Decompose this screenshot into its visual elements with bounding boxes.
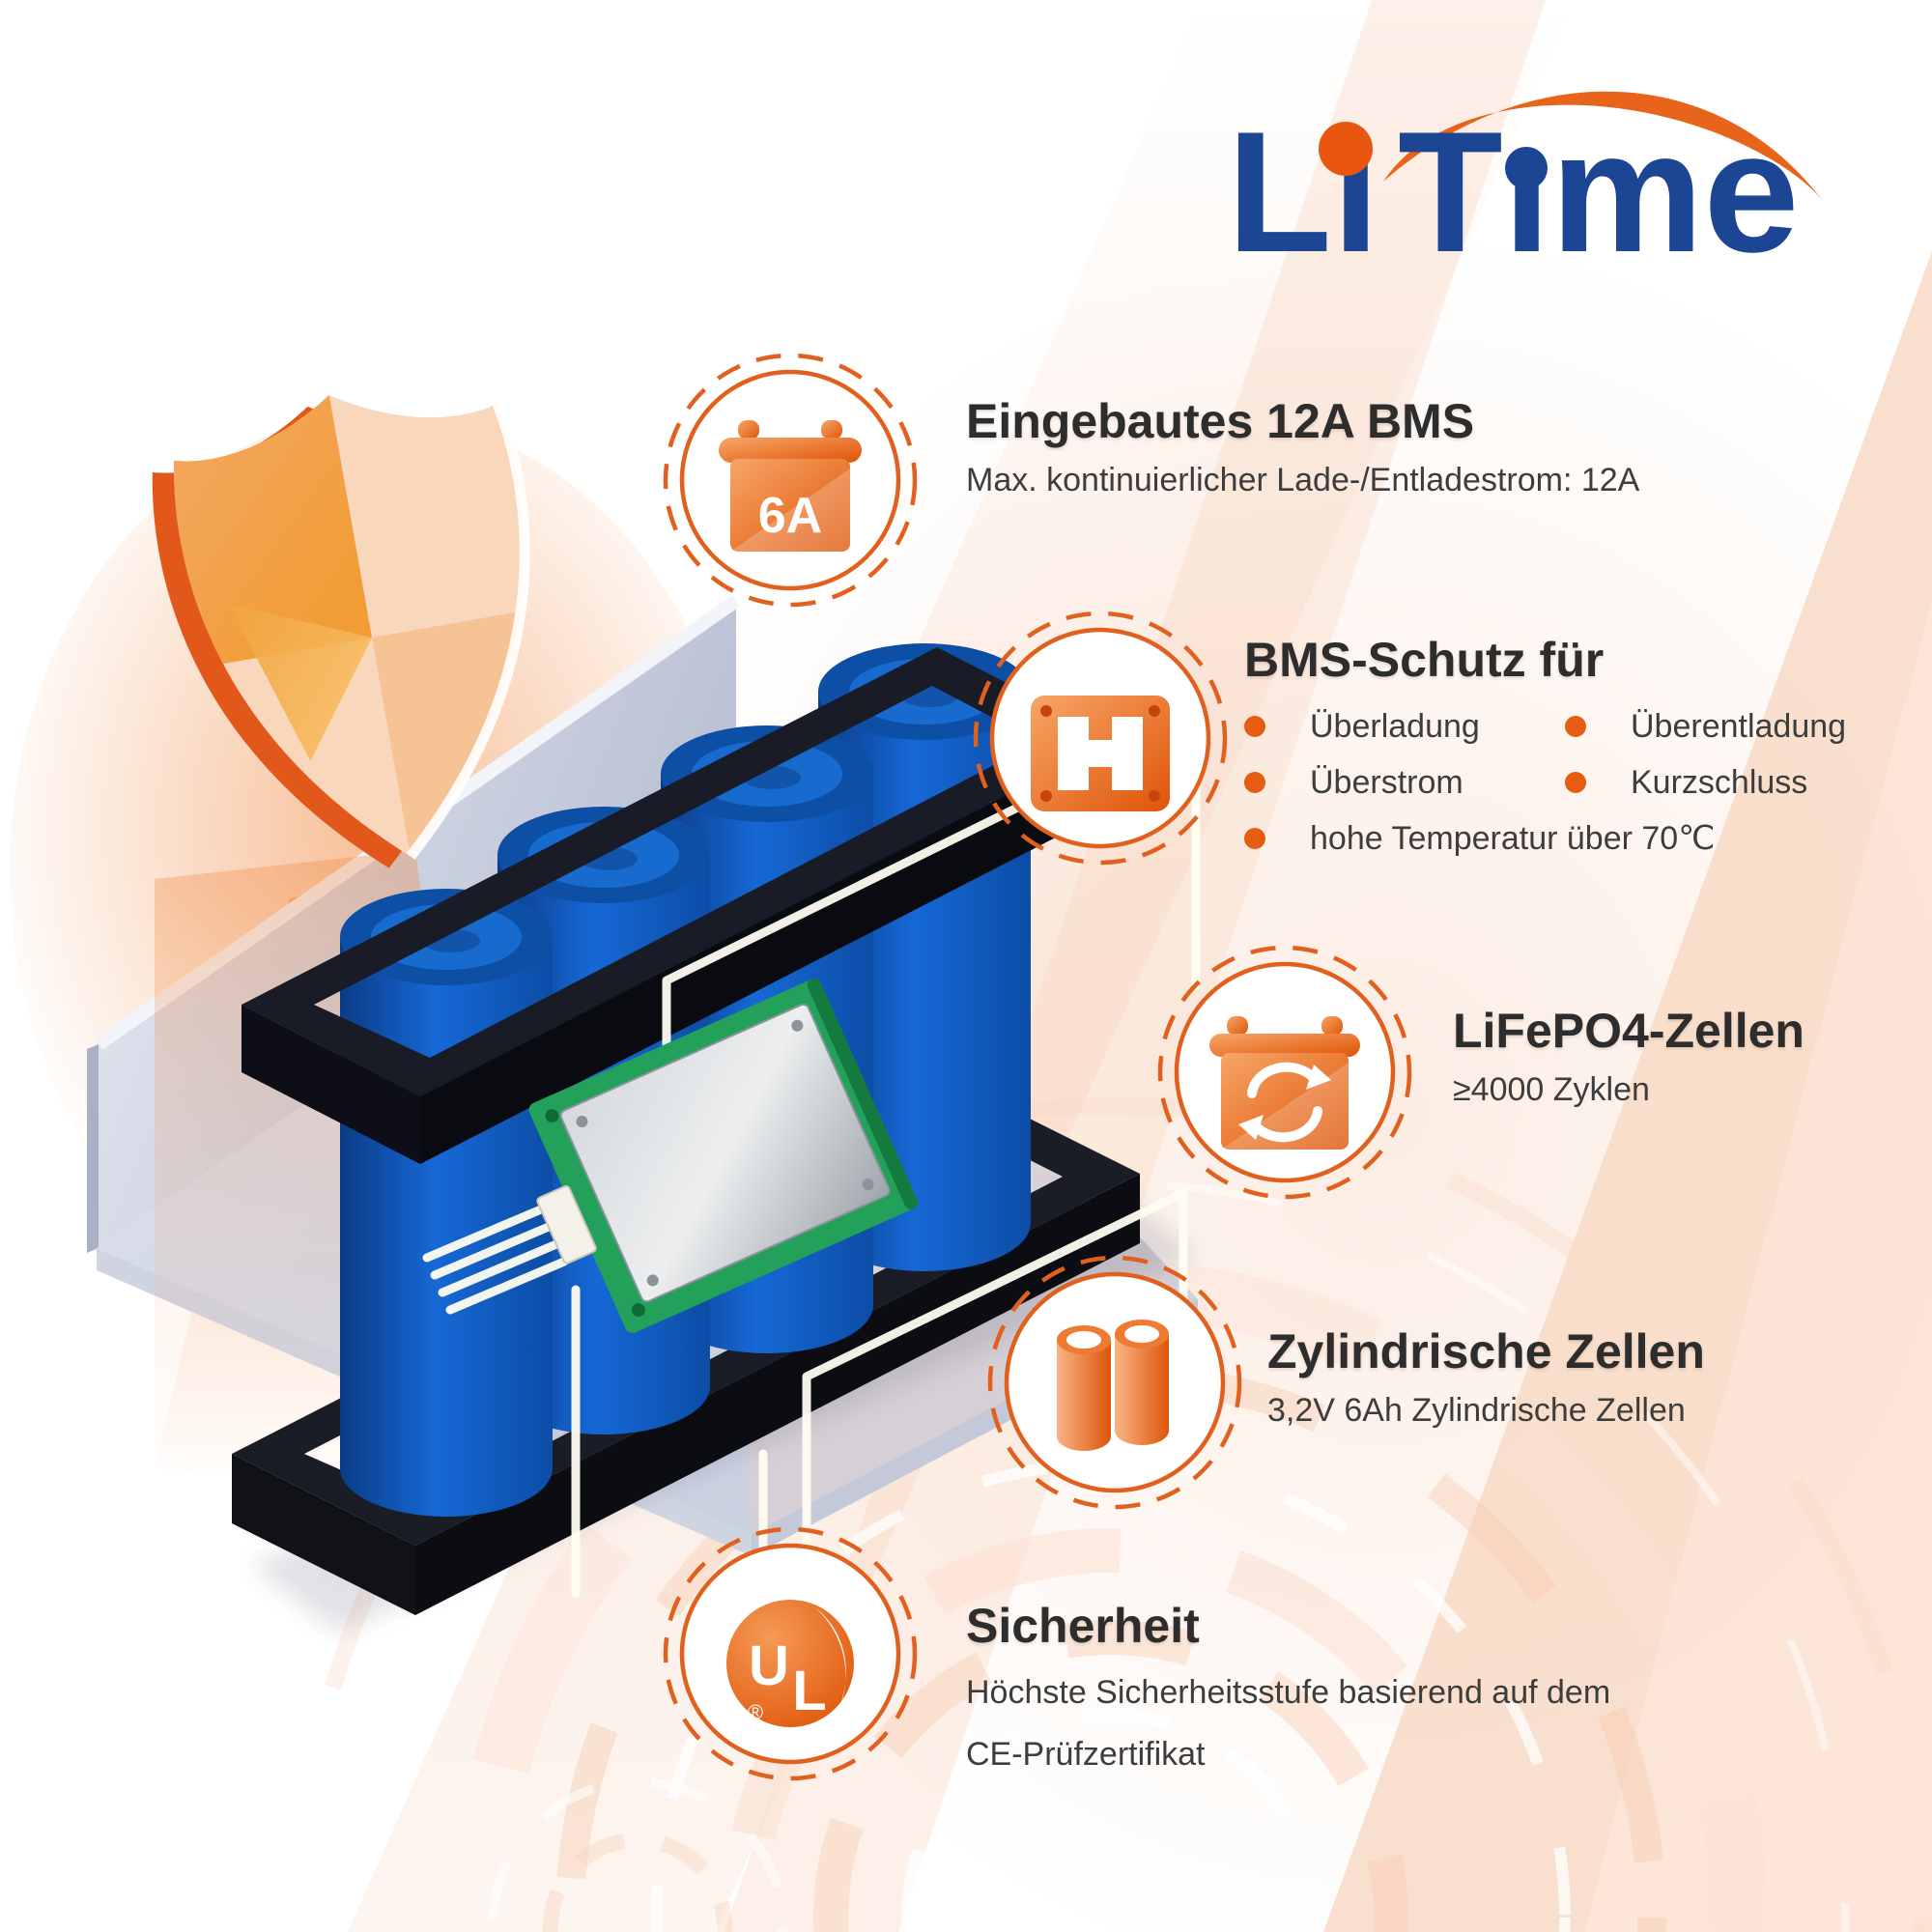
feature-3: LiFePO4-Zellen ≥4000 Zyklen	[1453, 1006, 1804, 1111]
bullet-dot	[1565, 715, 1586, 737]
feature-4-icon-circle	[980, 1247, 1250, 1518]
feature-2-bullet-list: Überladung Überentladung Überstrom Kurzs…	[1244, 707, 1846, 858]
feature-1-title: Eingebautes 12A BMS	[966, 394, 1475, 448]
bullet-label: Überentladung	[1631, 707, 1847, 745]
list-item: Überladung	[1244, 707, 1565, 746]
wall-left-edge	[87, 1044, 99, 1253]
bullet-label: hohe Temperatur über 70℃	[1310, 819, 1716, 857]
logo-swoosh	[1383, 91, 1826, 205]
litime-logo: Lı Tıme	[1217, 68, 1835, 295]
logo-text-time: Tıme	[1398, 96, 1799, 288]
feature-5-subtitle-line2: CE-Prüfzertifikat	[966, 1735, 1206, 1773]
cell-1	[340, 889, 553, 1517]
bms-metal-plate	[559, 1003, 891, 1303]
bullet-dot	[1244, 827, 1265, 849]
feature-2-title: BMS-Schutz für	[1244, 633, 1605, 687]
bullet-label: Überladung	[1310, 707, 1480, 745]
bullet-dot	[1565, 771, 1586, 793]
list-item: Kurzschluss	[1565, 763, 1846, 802]
feature-5: Sicherheit Höchste Sicherheitsstufe basi…	[966, 1601, 1610, 1785]
feature-1-icon-circle: 6A	[655, 345, 925, 615]
feature-4: Zylindrische Zellen 3,2V 6Ah Zylindrisch…	[1267, 1326, 1705, 1432]
bullet-dot	[1244, 771, 1265, 793]
bullet-dot	[1244, 715, 1265, 737]
list-item: Überstrom	[1244, 763, 1565, 802]
shield-white-rim	[406, 401, 530, 860]
feature-4-title: Zylindrische Zellen	[1267, 1324, 1705, 1378]
bottom-rack	[232, 1082, 1140, 1615]
logo-blue-dot	[1505, 147, 1548, 189]
bms-connector	[536, 1184, 597, 1264]
feature-5-icon-circle: U L ®	[655, 1519, 925, 1789]
ul-certification-icon: U L ®	[726, 1600, 854, 1727]
tech-arcs	[291, 1097, 1931, 1932]
ul-letter-l: L	[792, 1660, 826, 1722]
protection-shield	[152, 381, 581, 868]
feature-1-subtitle: Max. kontinuierlicher Lade-/Entladestrom…	[966, 461, 1640, 498]
battery-cycle-icon	[1209, 1016, 1360, 1150]
bms-board-icon	[1031, 696, 1170, 811]
feature-5-title: Sicherheit	[966, 1599, 1200, 1653]
bullet-label: Kurzschluss	[1631, 763, 1808, 801]
list-item: hohe Temperatur über 70℃	[1244, 819, 1846, 858]
ul-letter-u: U	[749, 1634, 789, 1697]
battery-6a-label: 6A	[758, 488, 822, 544]
logo-orange-dot	[1319, 122, 1373, 176]
feature-2: BMS-Schutz für Überladung Überentladung …	[1244, 635, 1846, 858]
bullet-label: Überstrom	[1310, 763, 1463, 801]
feature-4-subtitle: 3,2V 6Ah Zylindrische Zellen	[1267, 1391, 1686, 1429]
cylindrical-cells-icon	[1057, 1320, 1169, 1451]
feature-5-subtitle: Höchste Sicherheitsstufe basierend auf d…	[966, 1662, 1610, 1785]
feature-3-title: LiFePO4-Zellen	[1453, 1004, 1804, 1058]
feature-1: Eingebautes 12A BMS Max. kontinuierliche…	[966, 396, 1639, 501]
feature-2-icon-circle	[965, 603, 1236, 873]
feature-3-icon-circle	[1150, 937, 1420, 1208]
ul-registered-mark: ®	[748, 1700, 763, 1724]
list-item: Überentladung	[1565, 707, 1846, 746]
battery-6a-icon: 6A	[719, 420, 862, 552]
feature-3-subtitle: ≥4000 Zyklen	[1453, 1070, 1650, 1108]
bms-pcb-board	[528, 978, 919, 1333]
feature-5-subtitle-line1: Höchste Sicherheitsstufe basierend auf d…	[966, 1673, 1611, 1711]
